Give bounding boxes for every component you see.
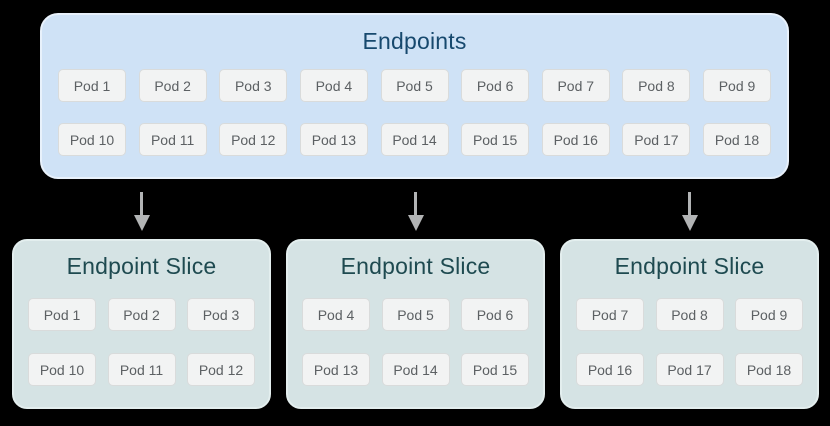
slice-1-pod-row-1: Pod 1 Pod 2 Pod 3 <box>14 298 269 331</box>
pod-chip: Pod 9 <box>735 298 803 331</box>
pod-chip: Pod 3 <box>187 298 255 331</box>
pod-chip: Pod 2 <box>107 298 176 331</box>
pod-chip: Pod 8 <box>655 298 724 331</box>
pod-chip: Pod 11 <box>138 123 207 156</box>
endpoints-pod-row-1: Pod 1 Pod 2 Pod 3 Pod 4 Pod 5 Pod 6 Pod 7 Pod 8… <box>42 69 787 102</box>
pod-chip: Pod 4 <box>299 69 368 102</box>
slice-2-pod-row-1: Pod 4 Pod 5 Pod 6 <box>288 298 543 331</box>
pod-chip: Pod 18 <box>703 123 771 156</box>
slice-3-pod-row-2: Pod 16 Pod 17 Pod 18 <box>562 353 817 386</box>
down-arrow <box>133 192 150 231</box>
pod-chip: Pod 2 <box>138 69 207 102</box>
pod-chip: Pod 4 <box>302 298 370 331</box>
pod-chip: Pod 7 <box>541 69 610 102</box>
pod-chip: Pod 17 <box>655 353 724 386</box>
pod-chip: Pod 6 <box>461 298 529 331</box>
arrows-row <box>12 192 819 231</box>
pod-chip: Pod 14 <box>380 123 449 156</box>
pod-chip: Pod 16 <box>576 353 644 386</box>
pod-chip: Pod 18 <box>735 353 803 386</box>
arrow-head-icon <box>681 215 698 231</box>
arrow-head-icon <box>133 215 150 231</box>
endpoints-title: Endpoints <box>362 28 467 54</box>
pod-chip: Pod 10 <box>58 123 126 156</box>
pod-chip: Pod 9 <box>703 69 771 102</box>
pod-chip: Pod 14 <box>381 353 450 386</box>
pod-chip: Pod 11 <box>107 353 176 386</box>
endpoint-slice-title: Endpoint Slice <box>66 253 217 279</box>
slice-2-pod-row-2: Pod 13 Pod 14 Pod 15 <box>288 353 543 386</box>
pod-chip: Pod 1 <box>28 298 96 331</box>
pod-chip: Pod 1 <box>58 69 126 102</box>
pod-chip: Pod 12 <box>219 123 288 156</box>
pod-chip: Pod 16 <box>541 123 610 156</box>
arrow-stem <box>414 192 417 215</box>
pod-chip: Pod 17 <box>622 123 691 156</box>
endpoint-slice-title: Endpoint Slice <box>614 253 765 279</box>
pod-chip: Pod 8 <box>622 69 691 102</box>
endpoint-slice-title: Endpoint Slice <box>340 253 491 279</box>
endpoints-box: Endpoints Pod 1 Pod 2 Pod 3 Pod 4 Pod 5 Pod 6… <box>40 13 789 179</box>
endpoints-pod-row-2: Pod 10 Pod 11 Pod 12 Pod 13 Pod 14 Pod 15 Pod … <box>42 123 787 156</box>
arrow-head-icon <box>407 215 424 231</box>
slice-3-pod-row-1: Pod 7 Pod 8 Pod 9 <box>562 298 817 331</box>
pod-chip: Pod 5 <box>381 298 450 331</box>
pod-chip: Pod 5 <box>380 69 449 102</box>
pod-chip: Pod 15 <box>461 123 530 156</box>
pod-chip: Pod 3 <box>219 69 288 102</box>
arrow-stem <box>140 192 143 215</box>
pod-chip: Pod 15 <box>461 353 529 386</box>
pod-chip: Pod 6 <box>461 69 530 102</box>
pod-chip: Pod 13 <box>299 123 368 156</box>
down-arrow <box>407 192 424 231</box>
arrow-stem <box>688 192 691 215</box>
pod-chip: Pod 12 <box>187 353 255 386</box>
pod-chip: Pod 7 <box>576 298 644 331</box>
slice-1-pod-row-2: Pod 10 Pod 11 Pod 12 <box>14 353 269 386</box>
down-arrow <box>681 192 698 231</box>
pod-chip: Pod 13 <box>302 353 370 386</box>
pod-chip: Pod 10 <box>28 353 96 386</box>
